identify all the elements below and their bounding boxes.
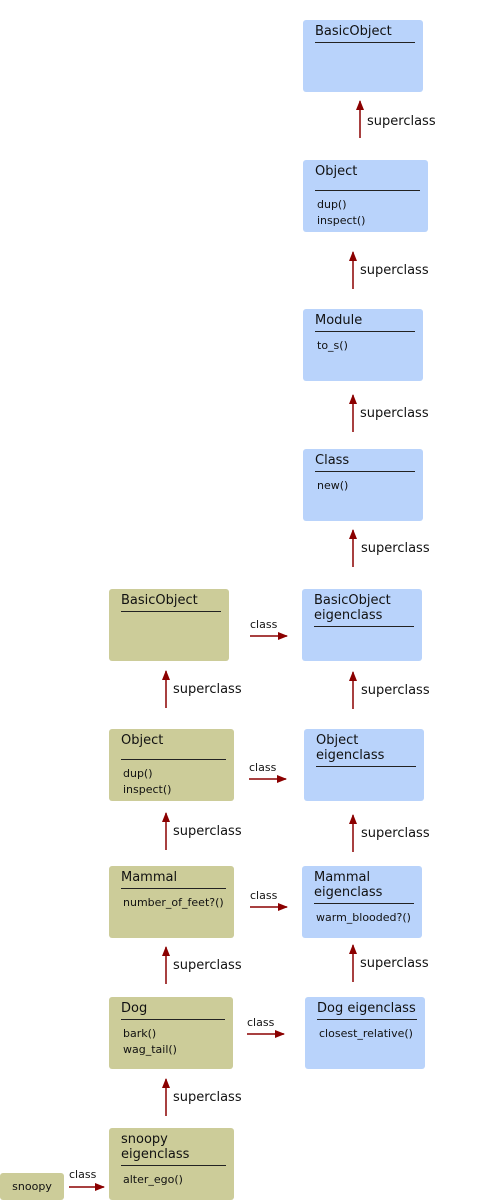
superclass-label: superclass [360, 263, 429, 278]
box-title: Class [315, 453, 350, 468]
box-title: Mammal [121, 870, 178, 885]
method-label: bark() [123, 1027, 157, 1040]
module-class-box: Module to_s() [303, 309, 423, 381]
mammal-object-box: Mammal number_of_feet?() [109, 866, 234, 938]
dog-object-box: Dog bark() wag_tail() [109, 997, 233, 1069]
method-label: new() [317, 479, 349, 492]
divider [121, 888, 226, 889]
box-title: Dog [121, 1001, 148, 1016]
superclass-label: superclass [173, 682, 242, 697]
superclass-label: superclass [361, 826, 430, 841]
superclass-label: superclass [173, 1090, 242, 1105]
divider [314, 903, 414, 904]
method-label: closest_relative() [319, 1027, 413, 1040]
method-label: wag_tail() [123, 1043, 177, 1056]
divider [315, 331, 415, 332]
box-title: Mammal eigenclass [314, 870, 383, 900]
class-label: class [69, 1168, 97, 1181]
divider [314, 626, 414, 627]
box-title: Object [315, 164, 358, 179]
method-label: warm_blooded?() [316, 911, 411, 924]
superclass-label: superclass [360, 956, 429, 971]
method-label: to_s() [317, 339, 348, 352]
basicobject-object-box: BasicObject [109, 589, 229, 661]
snoopy-instance-box: snoopy [0, 1173, 64, 1200]
divider [121, 1165, 226, 1166]
divider [315, 42, 415, 43]
divider [121, 1019, 225, 1020]
method-label: inspect() [123, 783, 172, 796]
basicobject-class-box: BasicObject [303, 20, 423, 92]
box-title: BasicObject [315, 24, 392, 39]
box-title: snoopy eigenclass [121, 1132, 190, 1162]
divider [121, 611, 221, 612]
box-title: Module [315, 313, 363, 328]
superclass-label: superclass [367, 114, 436, 129]
class-label: class [250, 618, 278, 631]
box-title: BasicObject eigenclass [314, 593, 391, 623]
superclass-label: superclass [361, 541, 430, 556]
class-label: class [250, 889, 278, 902]
box-title: BasicObject [121, 593, 198, 608]
divider [121, 759, 226, 760]
box-title: Object eigenclass [316, 733, 385, 763]
superclass-label: superclass [173, 958, 242, 973]
mammal-eigenclass-box: Mammal eigenclass warm_blooded?() [302, 866, 422, 938]
instance-title: snoopy [12, 1180, 52, 1193]
superclass-label: superclass [361, 683, 430, 698]
divider [316, 766, 416, 767]
method-label: dup() [317, 198, 347, 211]
divider [315, 190, 420, 191]
method-label: inspect() [317, 214, 366, 227]
dog-eigenclass-box: Dog eigenclass closest_relative() [305, 997, 425, 1069]
divider [317, 1019, 417, 1020]
superclass-label: superclass [173, 824, 242, 839]
box-title: Dog eigenclass [317, 1001, 416, 1016]
class-label: class [247, 1016, 275, 1029]
method-label: number_of_feet?() [123, 896, 224, 909]
superclass-label: superclass [360, 406, 429, 421]
class-label: class [249, 761, 277, 774]
basicobject-eigenclass-box: BasicObject eigenclass [302, 589, 422, 661]
method-label: dup() [123, 767, 153, 780]
snoopy-eigenclass-box: snoopy eigenclass alter_ego() [109, 1128, 234, 1200]
class-class-box: Class new() [303, 449, 423, 521]
divider [315, 471, 415, 472]
object-eigenclass-box: Object eigenclass [304, 729, 424, 801]
object-class-box: Object dup() inspect() [303, 160, 428, 232]
method-label: alter_ego() [123, 1173, 183, 1186]
box-title: Object [121, 733, 164, 748]
object-object-box: Object dup() inspect() [109, 729, 234, 801]
